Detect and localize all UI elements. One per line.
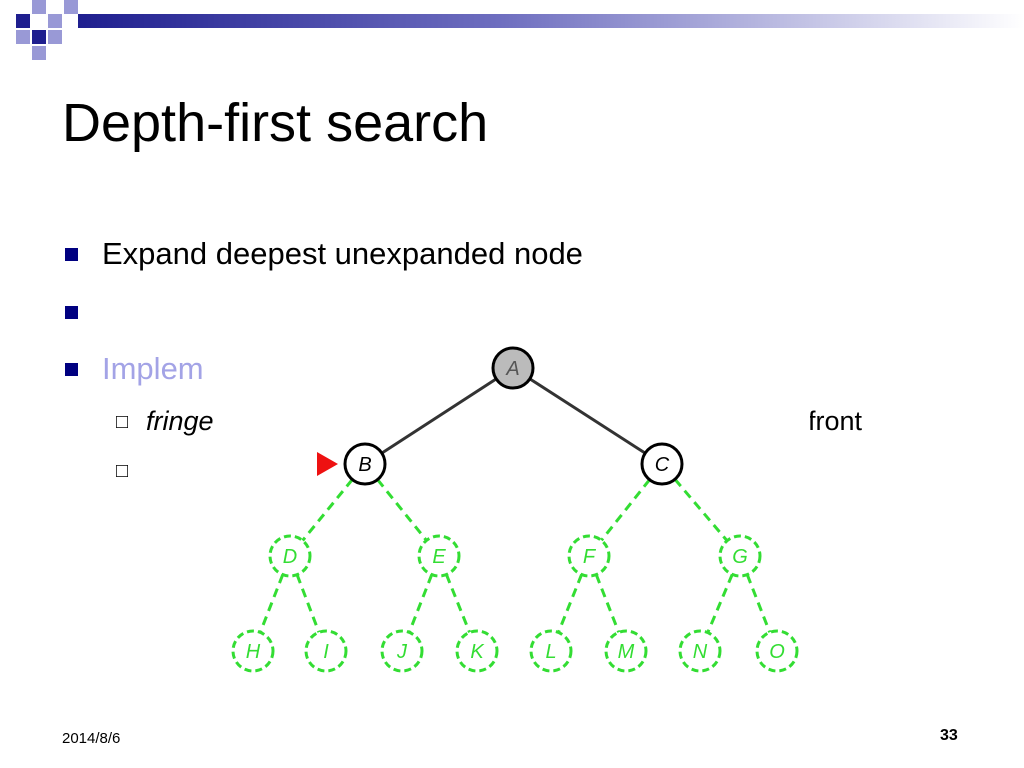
tree-node-label: G bbox=[732, 546, 748, 568]
tree-edge-G-O bbox=[745, 574, 772, 633]
tree-node-H: H bbox=[231, 629, 275, 673]
tree-node-label: L bbox=[545, 641, 556, 663]
tree-node-circle bbox=[343, 442, 387, 486]
bullet-marker bbox=[65, 363, 78, 376]
sub-bullet-marker: □ bbox=[116, 460, 129, 482]
tree-node-label: N bbox=[693, 641, 708, 663]
tree-node-label: M bbox=[618, 641, 635, 663]
tree-edge-E-J bbox=[407, 574, 434, 633]
header-gradient-bar bbox=[78, 14, 1024, 28]
tree-edge-D-H bbox=[258, 574, 285, 633]
tree-node-circle bbox=[380, 629, 424, 673]
current-node-pointer-icon bbox=[317, 452, 338, 476]
bullet-marker bbox=[65, 306, 78, 319]
tree-node-circle bbox=[455, 629, 499, 673]
tree-node-label: O bbox=[769, 641, 785, 663]
tree-node-label: C bbox=[655, 454, 670, 476]
tree-node-label: E bbox=[432, 546, 446, 568]
tree-node-N: N bbox=[678, 629, 722, 673]
deco-square bbox=[48, 14, 62, 28]
tree-node-label: F bbox=[583, 546, 597, 568]
deco-square bbox=[32, 0, 46, 14]
deco-square bbox=[16, 30, 30, 44]
tree-node-label: H bbox=[246, 641, 261, 663]
tree-node-circle bbox=[755, 629, 799, 673]
tree-node-circle bbox=[640, 442, 684, 486]
tree-node-circle bbox=[491, 346, 535, 390]
sub-bullet-text: fringe bbox=[146, 406, 214, 436]
tree-node-label: D bbox=[283, 546, 297, 568]
tree-node-circle bbox=[529, 629, 573, 673]
page-number: 33 bbox=[940, 727, 958, 744]
tree-node-label: J bbox=[396, 641, 408, 663]
tree-node-circle bbox=[304, 629, 348, 673]
tree-edge-B-E bbox=[376, 478, 428, 542]
tree-node-circle bbox=[678, 629, 722, 673]
tree-node-circle bbox=[604, 629, 648, 673]
tree-node-G: G bbox=[718, 534, 762, 578]
tree-node-circle bbox=[268, 534, 312, 578]
deco-square bbox=[32, 46, 46, 60]
tree-edge-C-G bbox=[673, 478, 729, 542]
tree-node-I: I bbox=[304, 629, 348, 673]
tree-node-circle bbox=[567, 534, 611, 578]
sub-bullet-marker: □ bbox=[116, 411, 129, 433]
tree-node-C: C bbox=[640, 442, 684, 486]
tree-edge-A-C bbox=[529, 377, 646, 455]
tree-node-label: K bbox=[470, 641, 485, 663]
tree-node-J: J bbox=[380, 629, 424, 673]
slide-title: Depth-first search bbox=[62, 93, 489, 153]
deco-square bbox=[16, 14, 30, 28]
tree-node-circle bbox=[417, 534, 461, 578]
tree-node-O: O bbox=[755, 629, 799, 673]
tree-node-M: M bbox=[604, 629, 648, 673]
tree-backdrop bbox=[220, 330, 810, 690]
tree-edge-D-I bbox=[295, 574, 321, 633]
tree-node-label: B bbox=[358, 454, 371, 476]
tree-edge-B-D bbox=[301, 478, 354, 542]
tree-node-A: A bbox=[491, 346, 535, 390]
tree-node-circle bbox=[231, 629, 275, 673]
tree-edge-F-M bbox=[594, 574, 621, 633]
tree-node-circle bbox=[718, 534, 762, 578]
sub-bullet-text-right: front bbox=[808, 406, 863, 436]
bullet-marker bbox=[65, 248, 78, 261]
tree-node-label: I bbox=[323, 641, 329, 663]
tree-node-D: D bbox=[268, 534, 312, 578]
tree-edge-F-L bbox=[557, 574, 583, 633]
bullet-text: Implem bbox=[102, 351, 204, 386]
tree-edge-G-N bbox=[706, 573, 734, 634]
tree-edge-E-K bbox=[445, 574, 471, 633]
bullet-text: Expand deepest unexpanded node bbox=[102, 236, 583, 271]
deco-square bbox=[48, 30, 62, 44]
tree-edge-C-F bbox=[600, 478, 651, 542]
tree-node-L: L bbox=[529, 629, 573, 673]
deco-square bbox=[32, 30, 46, 44]
deco-square bbox=[64, 0, 78, 14]
tree-edge-A-B bbox=[380, 377, 498, 455]
footer-date: 2014/8/6 bbox=[62, 730, 121, 747]
tree-node-label: A bbox=[505, 358, 519, 380]
header-decoration bbox=[16, 0, 1024, 60]
tree-node-B: B bbox=[343, 442, 387, 486]
tree-node-E: E bbox=[417, 534, 461, 578]
tree-node-F: F bbox=[567, 534, 611, 578]
tree-node-K: K bbox=[455, 629, 499, 673]
